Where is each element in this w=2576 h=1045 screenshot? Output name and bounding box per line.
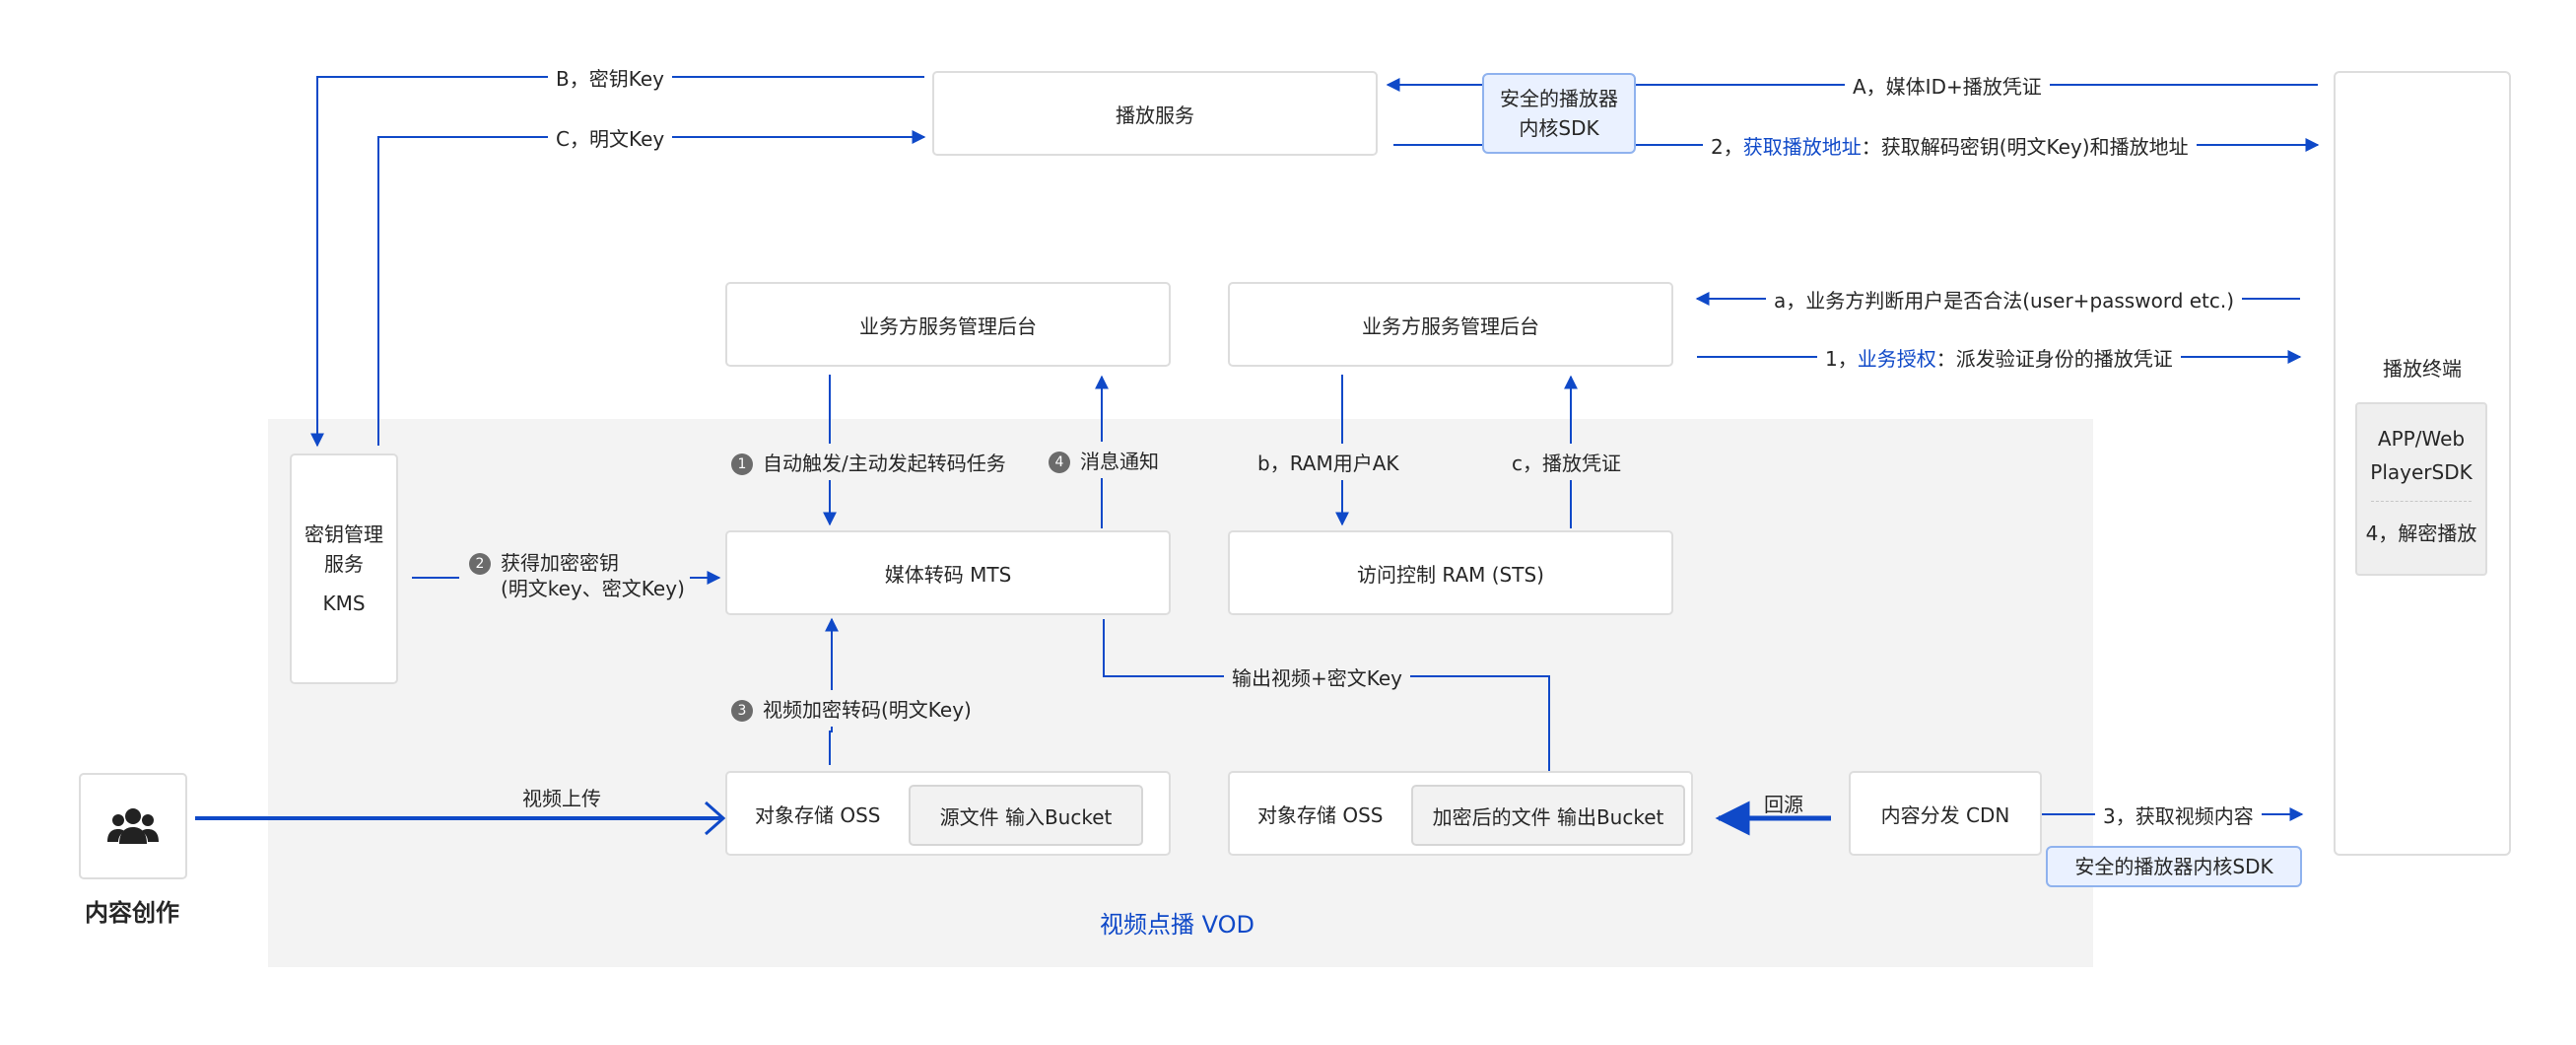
input-bucket-box[interactable]: 源文件 输入Bucket: [909, 785, 1143, 846]
mts-box[interactable]: 媒体转码 MTS: [725, 530, 1171, 615]
label-get-key-l1: 获得加密密钥: [501, 551, 619, 575]
link-get-play-address[interactable]: 获取播放地址: [1742, 135, 1862, 159]
label-notify-text: 消息通知: [1080, 450, 1159, 473]
label-back-source: 回源: [1764, 793, 1803, 816]
player-sdk-sdk-line: PlayerSDK: [2370, 460, 2473, 484]
player-sdk-box[interactable]: APP/Web PlayerSDK 4，解密播放: [2355, 402, 2487, 576]
label-output: 输出视频+密文Key: [1224, 662, 1411, 691]
player-sdk-app-line: APP/Web: [2377, 427, 2466, 451]
step-num-2: 2: [469, 553, 491, 575]
oss-left-box[interactable]: 对象存储 OSS 源文件 输入Bucket: [725, 771, 1171, 856]
player-sdk-decrypt: 4，解密播放: [2365, 522, 2477, 545]
vod-region: [268, 419, 2093, 967]
label-step1: 1，业务授权：派发验证身份的播放凭证: [1817, 343, 2181, 372]
label-b-key: B，密钥Key: [548, 63, 672, 92]
label-step2: 2，获取播放地址：获取解码密钥(明文Key)和播放地址: [1703, 131, 2197, 160]
step-num-4: 4: [1049, 452, 1070, 473]
label-auto-trigger-text: 自动触发/主动发起转码任务: [763, 452, 1006, 475]
label-step2-suffix: ：获取解码密钥(明文Key)和播放地址: [1861, 135, 2189, 159]
label-get-key: 2 获得加密密钥(明文key、密文Key): [469, 550, 685, 601]
label-encrypt: 3 视频加密转码(明文Key): [731, 690, 972, 727]
terminal-title: 播放终端: [2383, 357, 2462, 381]
label-play-cred: c，播放凭证: [1512, 444, 1621, 480]
output-bucket-label: 加密后的文件 输出Bucket: [1432, 804, 1664, 829]
oss-right-box[interactable]: 对象存储 OSS 加密后的文件 输出Bucket: [1228, 771, 1693, 856]
play-service-box[interactable]: 播放服务: [932, 71, 1378, 156]
step-num-3: 3: [731, 700, 753, 722]
biz-admin-right-box[interactable]: 业务方服务管理后台: [1228, 282, 1673, 367]
label-auto-trigger: 1 自动触发/主动发起转码任务: [731, 444, 1006, 480]
users-icon: [107, 808, 159, 844]
label-step3: 3，获取视频内容: [2095, 801, 2262, 829]
oss-right-label: 对象存储 OSS: [1257, 802, 1384, 827]
wire-upload-head: [705, 801, 726, 836]
wire-c-key: [377, 130, 926, 446]
kms-line3: KMS: [322, 592, 366, 615]
kms-line1: 密钥管理: [305, 522, 383, 546]
label-step2-prefix: 2，: [1711, 135, 1743, 159]
vod-title: 视频点播 VOD: [1100, 911, 1254, 939]
sdk-bottom-box[interactable]: 安全的播放器内核SDK: [2046, 846, 2302, 887]
input-bucket-label: 源文件 输入Bucket: [939, 804, 1113, 829]
wire-output: [1103, 619, 1556, 787]
label-step1-suffix: ：派发验证身份的播放凭证: [1935, 347, 2173, 371]
content-creator-box[interactable]: [79, 773, 187, 879]
sdk-top-line2: 内核SDK: [1519, 116, 1599, 140]
label-ram-ak: b，RAM用户AK: [1257, 444, 1399, 480]
label-a-judge: a，业务方判断用户是否合法(user+password etc.): [1766, 285, 2243, 314]
sdk-top-line1: 安全的播放器: [1500, 87, 1618, 110]
kms-line2: 服务: [324, 552, 364, 576]
content-creation-label: 内容创作: [85, 899, 179, 927]
wire-b-key: [310, 76, 924, 448]
cdn-box[interactable]: 内容分发 CDN: [1849, 771, 2042, 856]
link-business-auth[interactable]: 业务授权: [1857, 347, 1936, 371]
label-upload: 视频上传: [522, 787, 601, 810]
sdk-top-box[interactable]: 安全的播放器 内核SDK: [1482, 73, 1636, 154]
label-encrypt-text: 视频加密转码(明文Key): [763, 698, 972, 722]
kms-box[interactable]: 密钥管理 服务 KMS: [290, 453, 398, 684]
label-step1-prefix: 1，: [1825, 347, 1858, 371]
wire-encrypt: [825, 617, 839, 765]
label-get-key-l2: (明文key、密文Key): [501, 577, 685, 600]
ram-box[interactable]: 访问控制 RAM (STS): [1228, 530, 1673, 615]
sdk-bottom-label: 安全的播放器内核SDK: [2074, 855, 2273, 878]
step-num-1: 1: [731, 453, 753, 475]
label-a-media: A，媒体ID+播放凭证: [1845, 71, 2050, 100]
label-notify: 4 消息通知: [1049, 442, 1159, 478]
output-bucket-box[interactable]: 加密后的文件 输出Bucket: [1411, 785, 1685, 846]
oss-left-label: 对象存储 OSS: [755, 802, 881, 827]
label-c-key: C，明文Key: [548, 123, 673, 152]
player-sdk-divider: [2371, 501, 2472, 502]
biz-admin-left-box[interactable]: 业务方服务管理后台: [725, 282, 1171, 367]
